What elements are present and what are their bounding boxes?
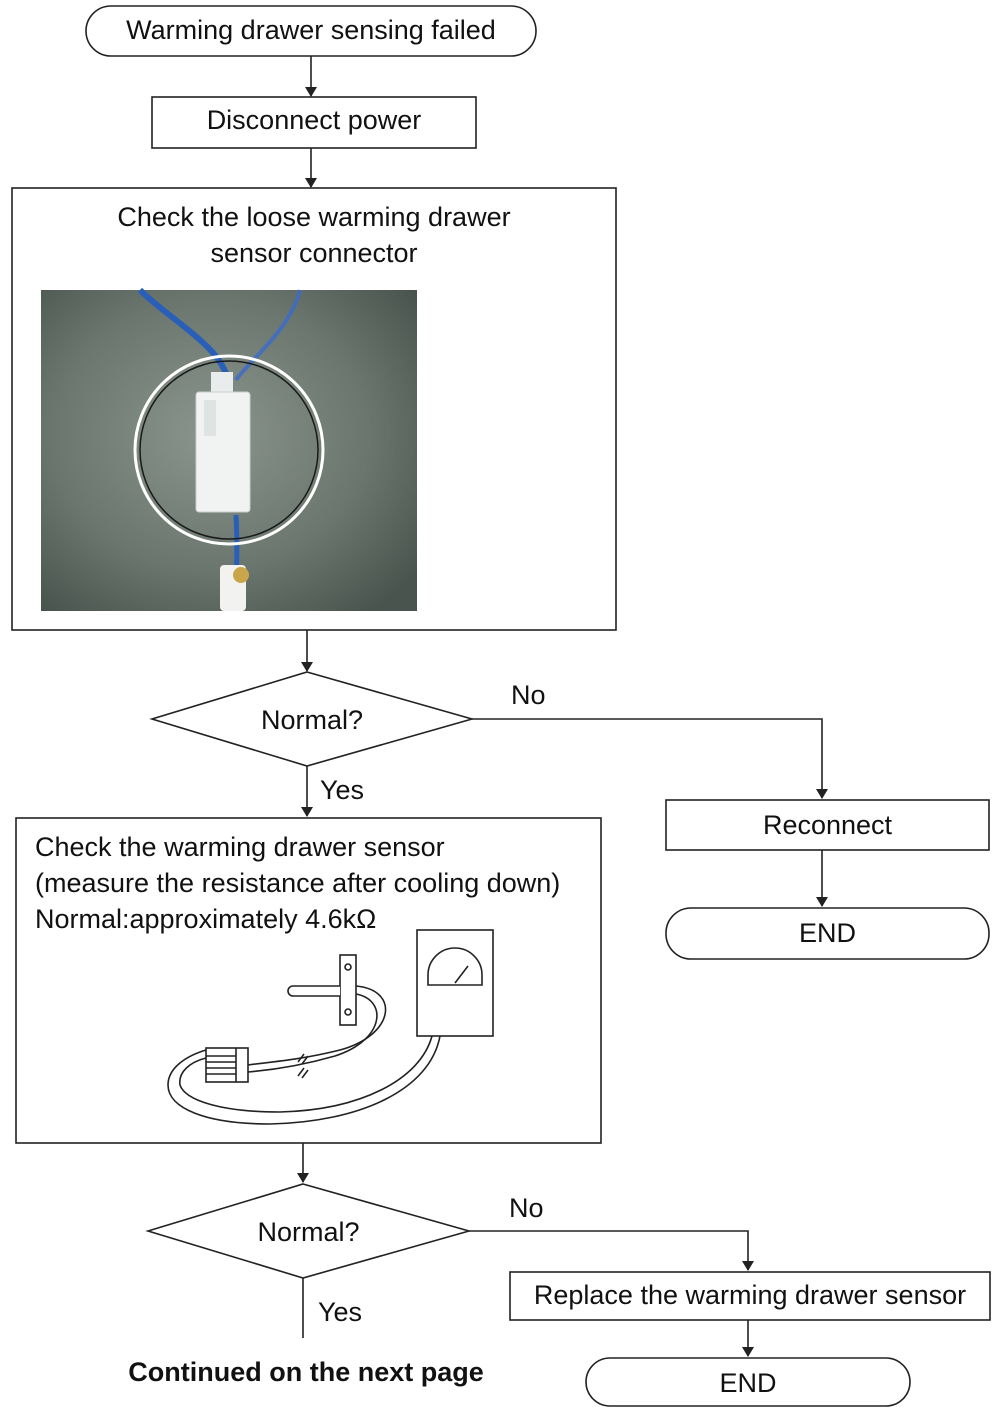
disconnect-power-label: Disconnect power (206, 105, 422, 135)
decision1-no-label: No (511, 680, 546, 710)
end1-label: END (798, 918, 856, 948)
end2-label: END (719, 1368, 777, 1398)
sensor-probe (287, 985, 340, 997)
decision2-yes-label: Yes (318, 1297, 363, 1327)
replace-sensor-box (509, 1271, 991, 1321)
sensor-plug (205, 1047, 249, 1083)
check-connector-line2: sensor connector (210, 238, 418, 268)
disconnect-power-box (151, 96, 477, 149)
check-sensor-line1: Check the warming drawer sensor (35, 832, 445, 862)
check-sensor-line3: Normal:approximately 4.6kΩ (35, 904, 377, 934)
arrow-decision1-no (472, 718, 828, 799)
start-label: Warming drawer sensing failed (126, 15, 496, 45)
arrow-decision2-no (469, 1230, 754, 1271)
connector-photo (41, 287, 417, 612)
check-connector-line1: Check the loose warming drawer (117, 202, 511, 232)
ohmmeter-illustration (167, 929, 494, 1125)
check-sensor-box (15, 817, 602, 1144)
replace-sensor-label: Replace the warming drawer sensor (533, 1280, 967, 1310)
decision1-label: Normal? (260, 705, 364, 735)
decision2-no-label: No (509, 1193, 544, 1223)
gauge-icon (427, 947, 483, 986)
continued-label: Continued on the next page (128, 1357, 484, 1387)
reconnect-box (665, 799, 990, 851)
end1-terminal (665, 907, 990, 960)
decision2-label: Normal? (257, 1217, 360, 1247)
reconnect-label: Reconnect (762, 810, 893, 840)
check-sensor-line2: (measure the resistance after cooling do… (35, 868, 561, 898)
decision1-yes-label: Yes (320, 775, 365, 805)
end2-terminal (585, 1357, 911, 1407)
